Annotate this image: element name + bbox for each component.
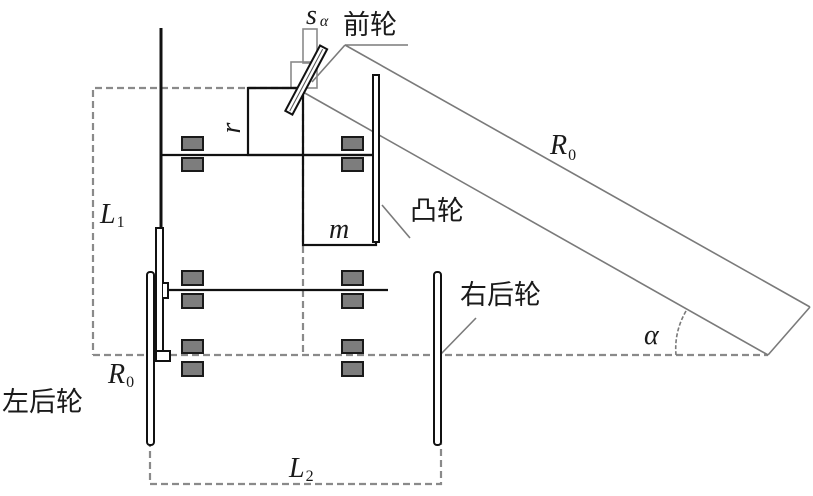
L1-label: L1: [99, 199, 125, 231]
right-rear-wheel-leader: [439, 317, 477, 356]
m-label: m: [329, 214, 349, 245]
bearing: [181, 136, 204, 151]
bearing: [181, 293, 204, 309]
R0-band-end: [767, 306, 811, 356]
R0-left-label: R0: [107, 359, 134, 391]
left-axle-hub: [155, 350, 171, 362]
r-label: r: [216, 122, 247, 133]
bearing: [181, 270, 204, 286]
bearing: [181, 157, 204, 172]
bearing: [341, 339, 364, 354]
left-rear-wheel: [146, 271, 155, 446]
bearing: [181, 339, 204, 354]
chassis: [159, 28, 388, 292]
L2-label: L2: [288, 453, 314, 485]
bearing: [181, 361, 204, 377]
cam-label: 凸轮: [410, 196, 464, 227]
bearings: [181, 136, 364, 377]
bearing: [341, 361, 364, 377]
left-drive-plate: [155, 227, 164, 357]
right-rear-wheel-label: 右后轮: [460, 280, 541, 311]
turning-geometry: [290, 28, 811, 356]
R0-top-label: R0: [549, 130, 576, 164]
bearing: [341, 136, 364, 151]
front-wheel-label: 前轮: [343, 10, 397, 41]
left-rear-wheel-assembly: [146, 227, 171, 446]
dashed-L2-dimension: [148, 440, 443, 486]
alpha-arc: [674, 310, 687, 356]
dashed-frame-L1: [91, 86, 300, 355]
left-rear-wheel-label: 左后轮: [2, 387, 83, 418]
left-hub-connector: [163, 282, 169, 299]
alpha-label: α: [644, 320, 660, 351]
construction-lines: [91, 86, 768, 486]
bearing: [341, 157, 364, 172]
bearing: [341, 270, 364, 286]
cam-leader: [381, 204, 411, 239]
R0-band-top: [344, 44, 811, 308]
front-wheel: [283, 44, 329, 116]
bearing: [341, 293, 364, 309]
right-rear-wheel: [433, 271, 442, 446]
turning-hypotenuse: [302, 91, 769, 356]
cam-plate: [372, 74, 380, 243]
